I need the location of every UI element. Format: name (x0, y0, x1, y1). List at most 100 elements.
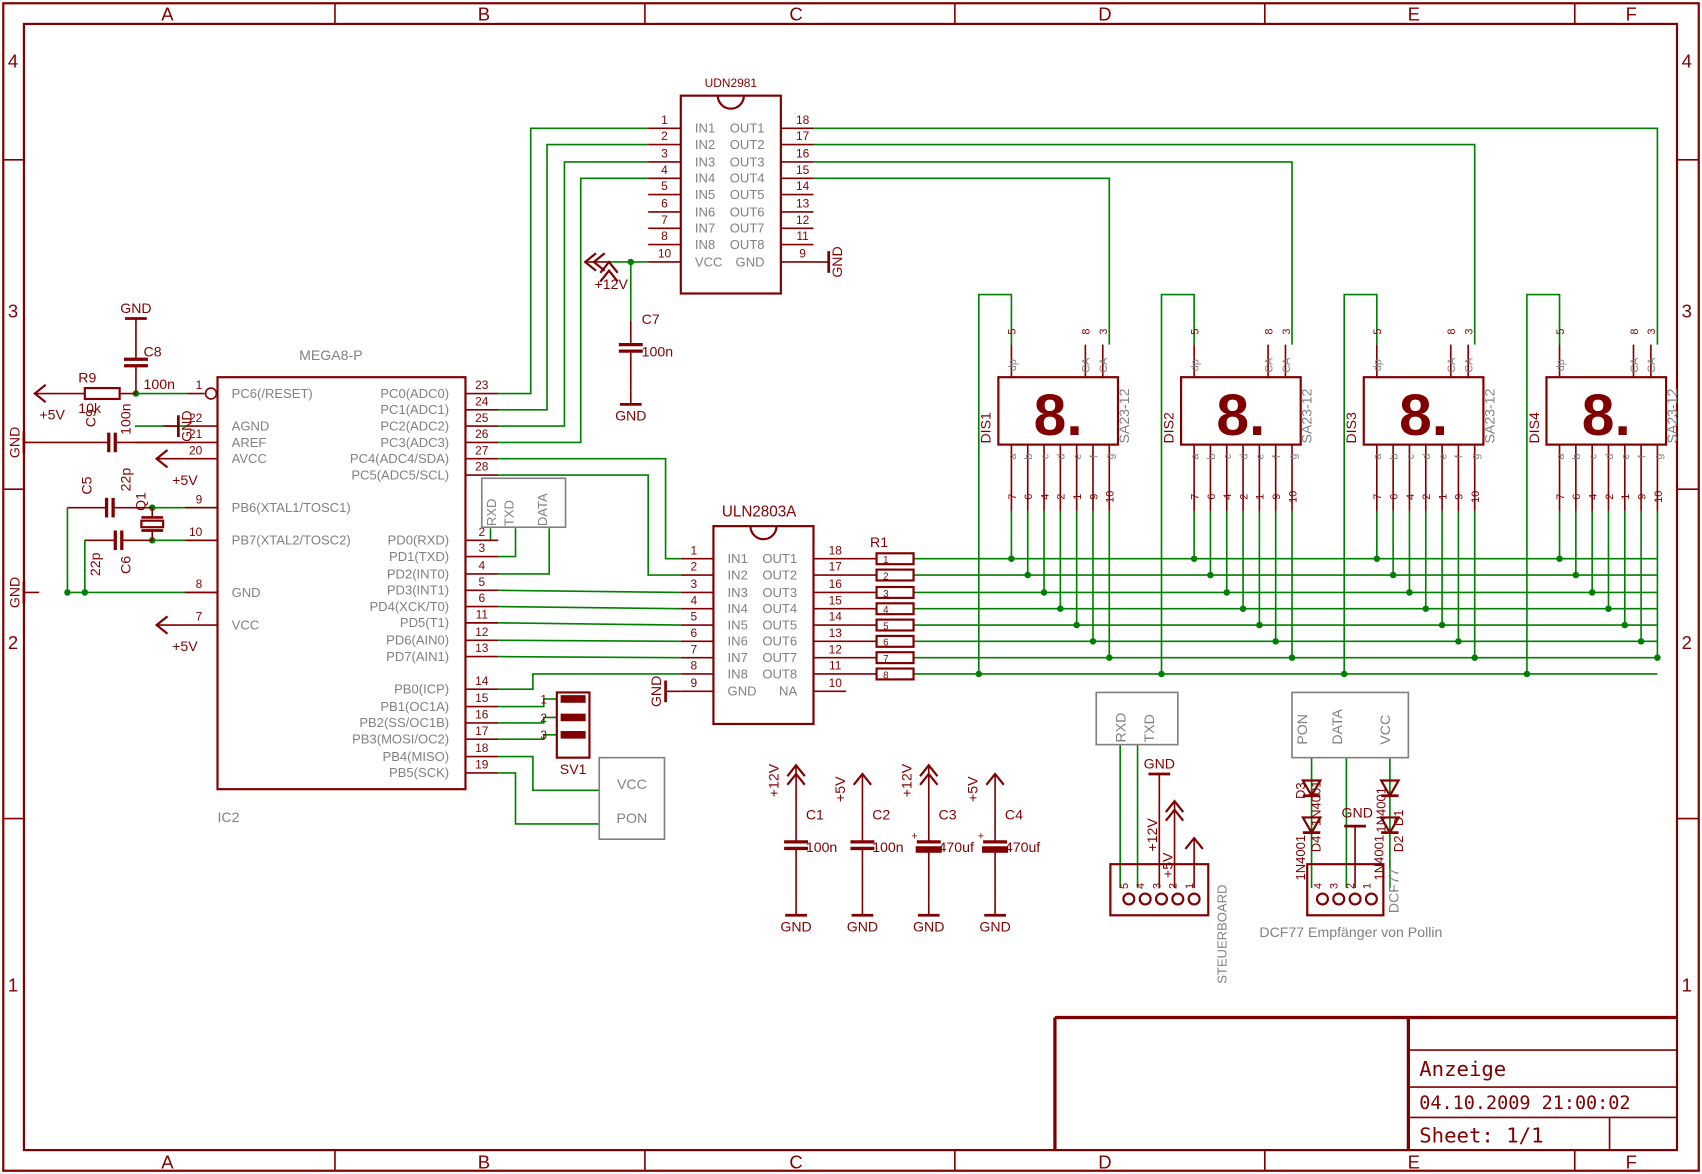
p12v-label: +12V (594, 276, 628, 292)
uln-pin-num: 4 (691, 593, 698, 607)
uln-pin-num: 6 (691, 626, 698, 640)
d1-name: D1 (1391, 809, 1406, 826)
c4-polarity: + (978, 831, 984, 843)
display-seg-num: 2 (1056, 494, 1068, 500)
display-seg-label: c (1588, 453, 1600, 459)
mcu-pin-num: 14 (475, 674, 489, 688)
wire (498, 127, 649, 395)
display-seg-label: e (1255, 454, 1267, 460)
display-digit: 8. (1216, 383, 1265, 448)
udn-pin-num: 12 (796, 213, 810, 227)
display-pin-label: dp (1189, 359, 1201, 371)
udn-pin-label: OUT6 (730, 204, 765, 219)
uln-pin-num: 14 (829, 610, 843, 624)
display-pin-num: 3 (1098, 329, 1110, 335)
frame-col-label: C (789, 4, 802, 25)
junction-dot (1024, 571, 1031, 579)
title-sheet: Sheet: 1/1 (1419, 1123, 1543, 1147)
udn-pin-label: IN2 (695, 137, 715, 152)
junction-dot (1422, 605, 1430, 613)
junction-dot (1008, 555, 1015, 562)
gnd-label: GND (979, 919, 1010, 935)
display-seg-num: 1 (1072, 494, 1084, 500)
junction-dot (1190, 555, 1198, 562)
uln-pin-label: OUT7 (762, 650, 797, 665)
title-name: Anzeige (1419, 1057, 1506, 1081)
gnd-label: GND (847, 919, 878, 935)
udn-pin-label: OUT8 (730, 237, 765, 252)
junction-dot (1389, 571, 1397, 579)
udn-pin-label: IN8 (695, 237, 715, 252)
mcu-pin-label: PB3(MOSI/OC2) (352, 732, 449, 747)
uln-pin-label: IN8 (728, 666, 748, 681)
connector-pin-num: 4 (1135, 883, 1147, 889)
display-seg-num: 7 (1372, 494, 1384, 500)
title-date: 04.10.2009 21:00:02 (1419, 1093, 1630, 1114)
box-label: RXD (484, 499, 499, 527)
display-pin-num: 5 (1189, 329, 1201, 335)
supply-arrow (1184, 836, 1204, 850)
mcu-pin-label: PB2(SS/OC1B) (359, 715, 449, 730)
gnd-label: GND (178, 410, 194, 441)
mcu-pin-num: 22 (189, 411, 203, 425)
junction-dot (1556, 555, 1563, 562)
udn2981-notch (716, 95, 745, 110)
display-seg-label: a (1007, 453, 1019, 460)
junction-dot (1040, 589, 1048, 596)
wire (498, 622, 681, 626)
box-label: DATA (1329, 708, 1345, 744)
d1-value: 1N4001 (1374, 787, 1389, 833)
mcu-pin-label: PC0(ADC0) (380, 386, 449, 401)
box-vcc-pon (598, 756, 666, 841)
mcu-pin-label: PB4(MISO) (383, 749, 450, 764)
sv1-name: SV1 (560, 761, 587, 777)
display-pin-num: 5 (1555, 329, 1567, 335)
supply-arrow (919, 763, 939, 777)
display-seg-num: 9 (1454, 494, 1466, 500)
wire (813, 177, 1111, 345)
mcu-pin-num: 1 (196, 378, 203, 392)
r1-resistor (875, 667, 915, 681)
wire (1526, 293, 1561, 674)
udn2981-name: UDN2981 (705, 76, 758, 90)
mcu-pin-num: 16 (475, 708, 489, 722)
display-digit: 8. (1582, 383, 1631, 448)
supply-arrow (1164, 808, 1185, 822)
frame-col-label: D (1098, 1152, 1111, 1173)
junction-dot (1438, 621, 1446, 629)
mcu-pin-label: PD0(RXD) (388, 533, 450, 548)
junction-dot (1455, 638, 1462, 645)
connector-pin-num: 2 (1168, 883, 1180, 889)
udn-pin-num: 18 (796, 113, 810, 127)
c3-plate (915, 846, 942, 853)
box-label: VCC (617, 776, 647, 792)
box-label: PON (617, 810, 648, 826)
udn-pin-label: OUT2 (730, 137, 765, 152)
display-pin-num: 3 (1281, 329, 1293, 335)
display-seg-label: g (1470, 454, 1482, 460)
display-seg-num: 10 (1653, 491, 1665, 503)
wire (498, 457, 681, 560)
uln-pin-num: 11 (829, 659, 842, 673)
display-seg-label: c (1222, 453, 1234, 459)
d2-value: 1N4001 (1371, 835, 1386, 881)
udn-pin-label: IN4 (695, 171, 715, 186)
display-ref: DIS4 (1526, 412, 1542, 444)
inner-border (22, 22, 1679, 1152)
udn-pin-num: 4 (661, 163, 668, 177)
display-seg-num: 2 (1421, 494, 1433, 500)
mcu-pin-num: 27 (475, 443, 489, 457)
sv1-pin (560, 731, 586, 739)
uln-pin-label: IN5 (728, 617, 748, 632)
wire (498, 143, 649, 411)
frame-col-label: E (1408, 4, 1420, 25)
display-ref: DIS3 (1343, 412, 1359, 444)
mcu-pin-label: PD2(INT0) (387, 566, 449, 581)
frame-row-label: 2 (1682, 632, 1692, 653)
box-label: RXD (1113, 713, 1129, 743)
connector-pin (1154, 892, 1169, 906)
display-seg-label: c (1039, 453, 1051, 459)
mcu-pin-num: 8 (196, 577, 203, 591)
mcu-pin-num: 12 (475, 625, 489, 639)
